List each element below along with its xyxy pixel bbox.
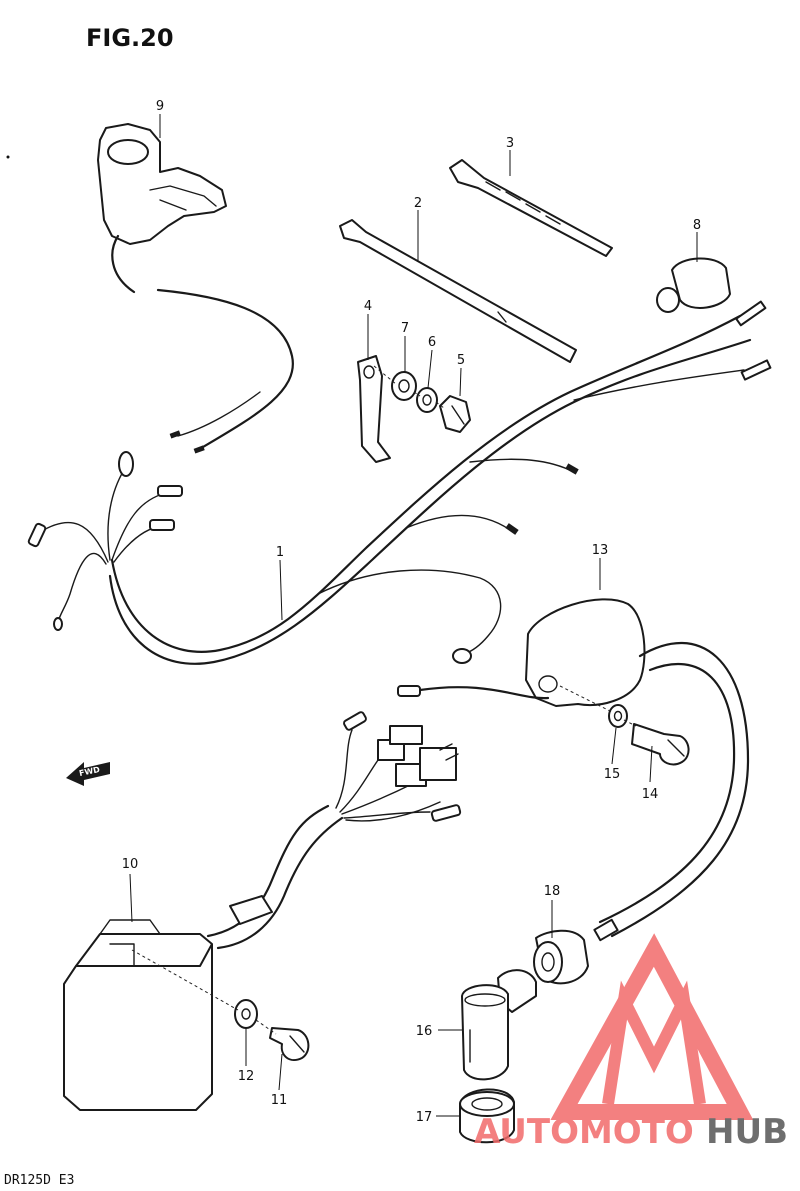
part-label-10: 10 xyxy=(122,857,139,872)
washer-part-12 xyxy=(234,999,258,1029)
part-number-labels: 9 3 2 8 4 7 6 5 1 13 15 14 10 12 11 18 1… xyxy=(122,99,701,1125)
leader-lines xyxy=(129,114,698,1117)
forward-direction-arrow: FWD xyxy=(66,762,110,786)
part-label-12: 12 xyxy=(238,1069,255,1084)
screw-part-14 xyxy=(631,723,690,766)
cdi-unit-part-10 xyxy=(63,711,462,1111)
wiring-harness-part-1 xyxy=(27,300,772,665)
grommet-part-18 xyxy=(533,929,589,985)
stray-dot xyxy=(6,155,10,159)
plug-cap-part-16 xyxy=(461,969,537,1081)
automotohub-watermark: AUTOMOTO HUB xyxy=(474,933,788,1152)
washer-part-7 xyxy=(391,371,417,401)
part-label-9: 9 xyxy=(156,99,164,114)
part-label-5: 5 xyxy=(457,353,465,368)
part-label-11: 11 xyxy=(271,1093,288,1108)
washer-part-6 xyxy=(416,387,438,413)
part-label-6: 6 xyxy=(428,335,436,350)
cable-tie-part-3 xyxy=(449,159,613,257)
screw-part-5 xyxy=(439,395,471,433)
washer-part-15 xyxy=(608,704,628,728)
cap-part-8 xyxy=(656,257,731,313)
watermark-text-auto: AUTOMOTO xyxy=(474,1112,694,1152)
screw-part-11 xyxy=(269,1027,310,1062)
part-label-17: 17 xyxy=(416,1110,433,1125)
part-label-13: 13 xyxy=(592,543,609,558)
switch-part-9 xyxy=(97,123,294,454)
figure-footer: DR125D E3 xyxy=(4,1173,74,1188)
part-label-4: 4 xyxy=(364,299,372,314)
band-part-2 xyxy=(339,219,577,363)
watermark-text-hub: HUB xyxy=(706,1112,788,1152)
part-label-1: 1 xyxy=(276,545,284,560)
watermark-m-shape xyxy=(602,980,706,1105)
part-label-7: 7 xyxy=(401,321,409,336)
assembly-guide-lines xyxy=(131,365,637,1035)
part-label-3: 3 xyxy=(506,136,514,151)
part-label-2: 2 xyxy=(414,196,422,211)
fwd-label: FWD xyxy=(78,765,101,778)
cover-part-17 xyxy=(459,1088,515,1144)
watermark-triangle-outer xyxy=(550,933,754,1120)
part-label-16: 16 xyxy=(416,1024,433,1039)
ignition-coil-part-13 xyxy=(397,598,750,942)
part-label-15: 15 xyxy=(604,767,621,782)
clamp-part-4 xyxy=(357,355,391,463)
part-label-8: 8 xyxy=(693,218,701,233)
figure-title: FIG.20 xyxy=(86,24,174,52)
part-label-14: 14 xyxy=(642,787,659,802)
part-label-18: 18 xyxy=(544,884,561,899)
